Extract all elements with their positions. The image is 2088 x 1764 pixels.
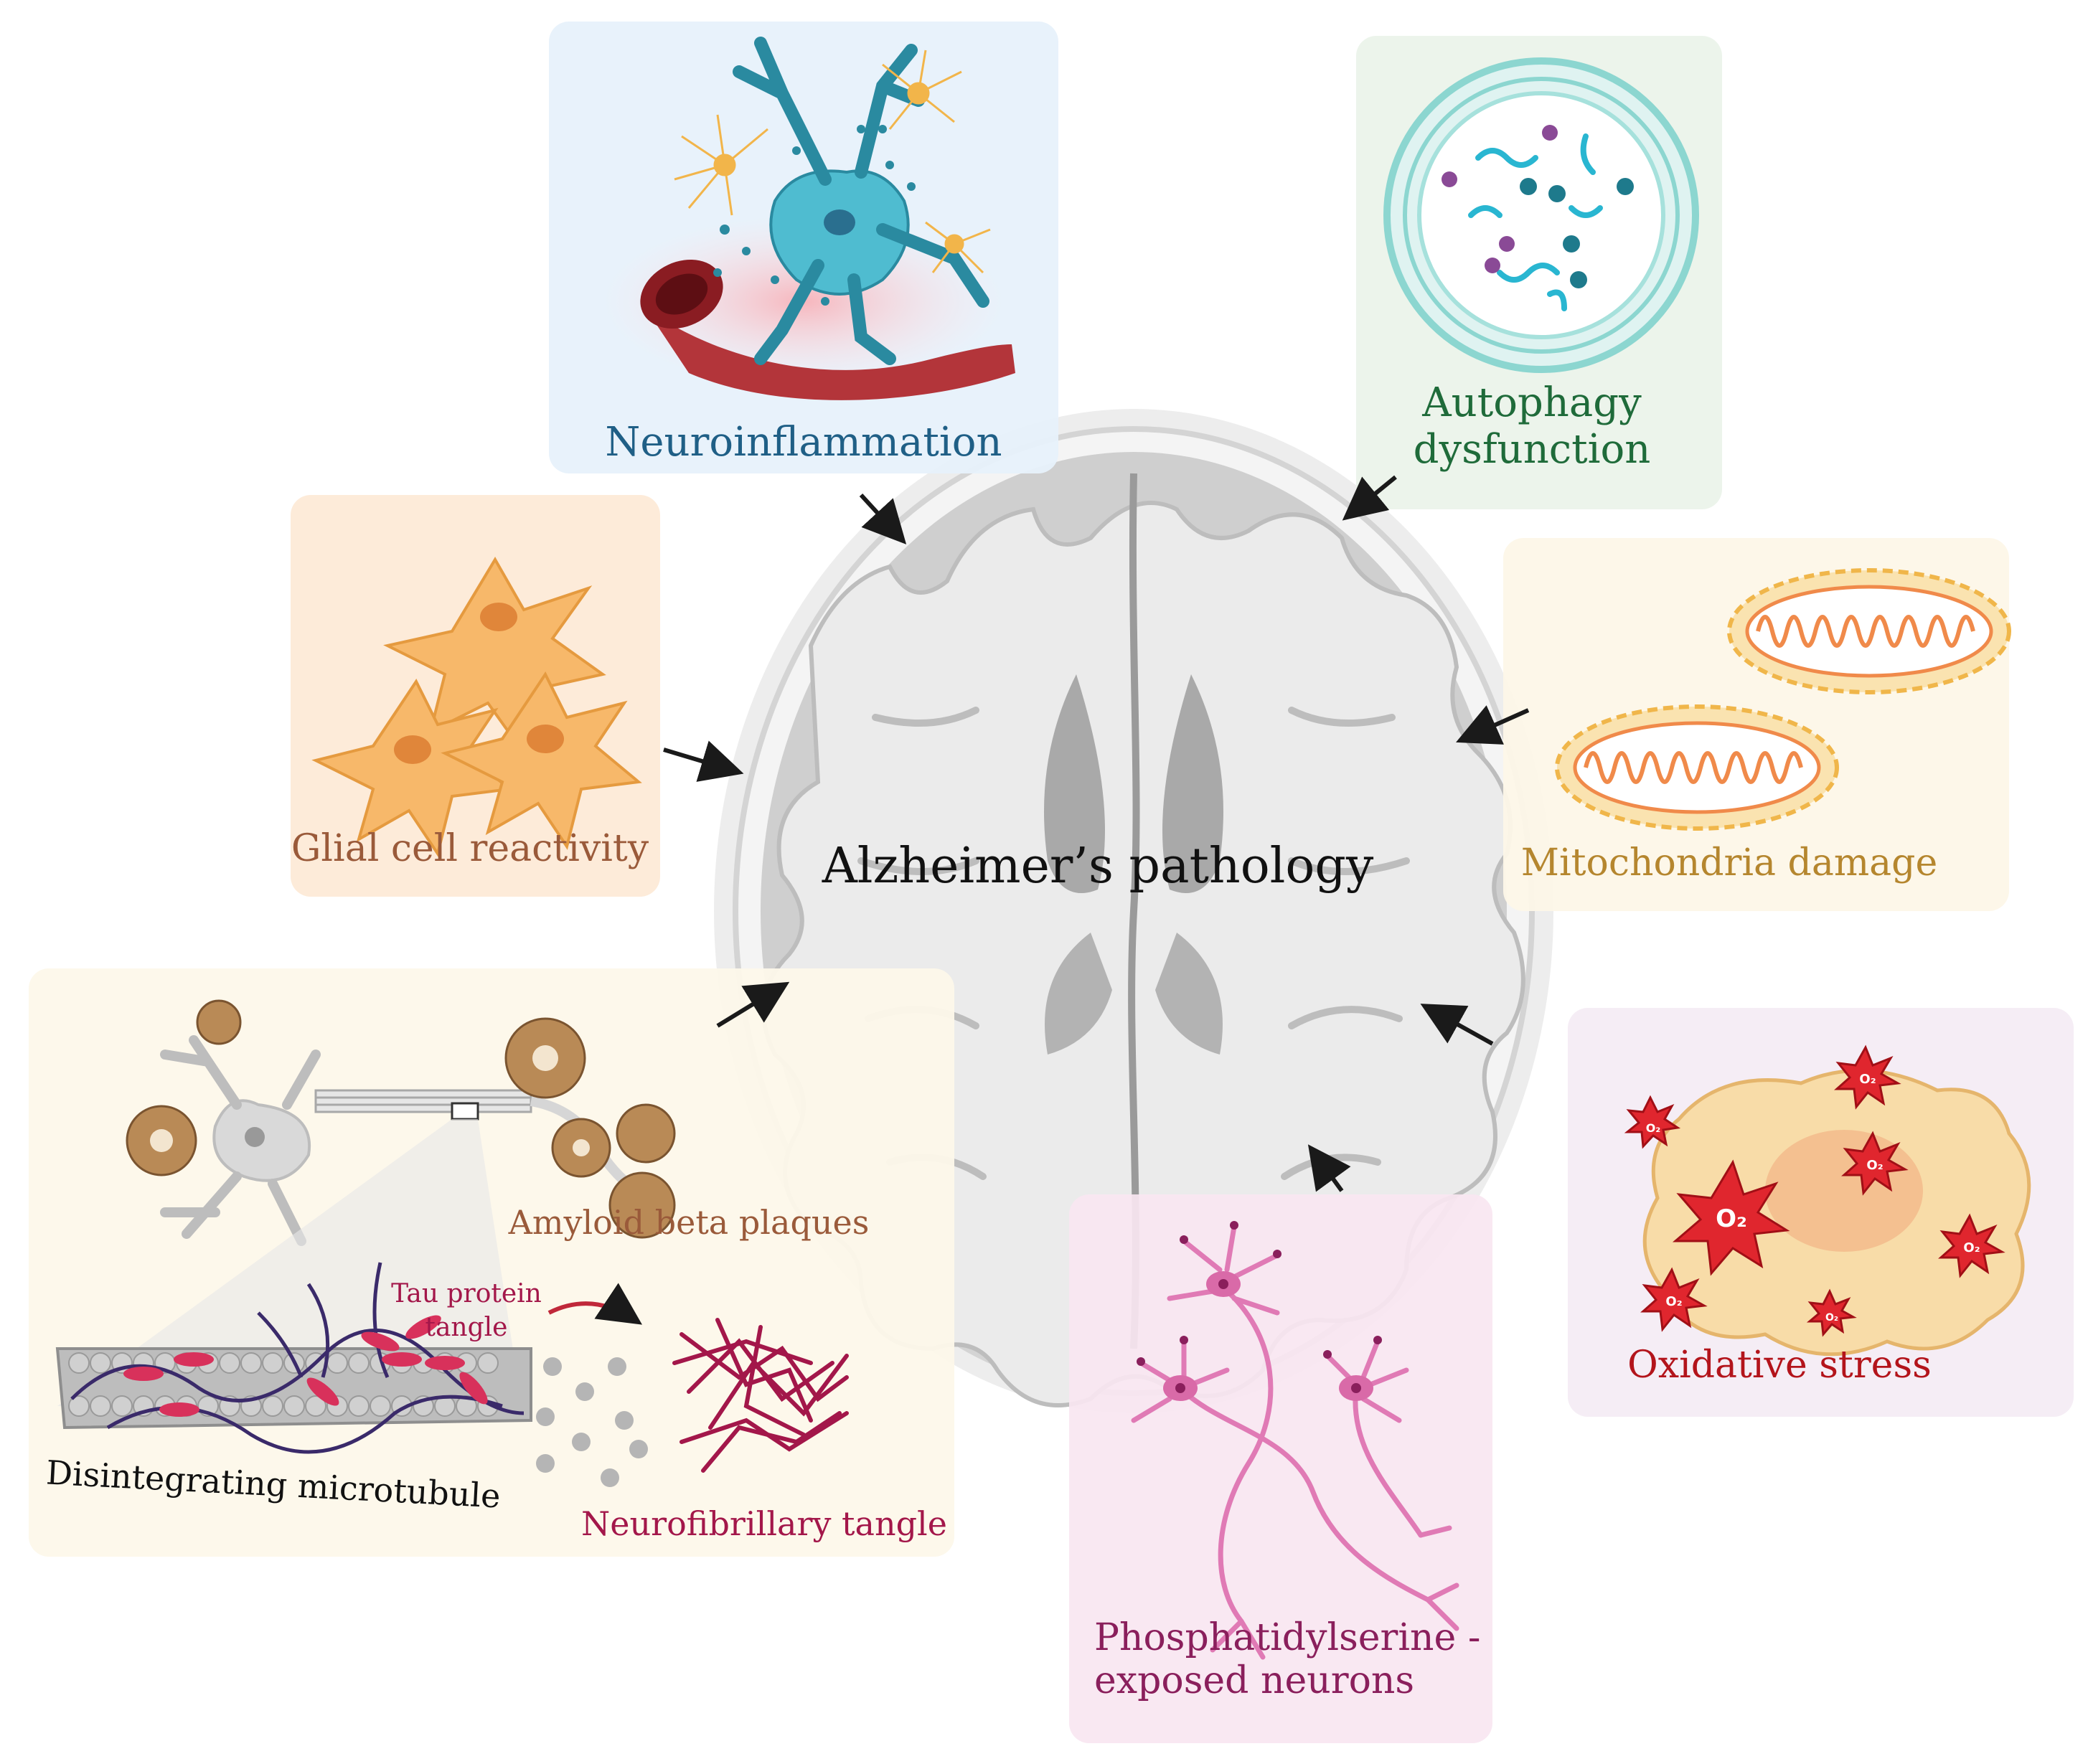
panel-neuroinflammation: Neuroinflammation bbox=[549, 22, 1058, 473]
autophagosome-icon bbox=[1383, 57, 1699, 373]
phosphatidylserine-label-line1: Phosphatidylserine - bbox=[1094, 1616, 1480, 1659]
tau-label-line1: Tau protein bbox=[391, 1279, 542, 1308]
arrow-oxidative bbox=[1420, 1004, 1494, 1046]
astrocyte-cluster-icon bbox=[311, 557, 642, 857]
arrow-amyloid bbox=[716, 981, 790, 1028]
autophagy-label-line2: dysfunction bbox=[1414, 426, 1651, 473]
glial-label: Glial cell reactivity bbox=[291, 827, 649, 870]
arrow-mitochondria bbox=[1456, 705, 1530, 745]
oxidative-label: Oxidative stress bbox=[1627, 1344, 1932, 1387]
o2-badge-4: O₂ bbox=[1866, 1158, 1883, 1173]
panel-oxidative: O₂ O₂ O₂ O₂ O₂ O₂ O₂ Oxidative stress bbox=[1568, 1008, 2074, 1417]
o2-badge-7: O₂ bbox=[1825, 1312, 1838, 1324]
microtubule-icon bbox=[55, 1262, 532, 1454]
arrow-phosphatidylserine bbox=[1307, 1144, 1351, 1192]
panel-glial: Glial cell reactivity bbox=[291, 495, 660, 897]
zoom-box bbox=[451, 1102, 479, 1121]
mitochondrion-icon-2 bbox=[1555, 704, 1839, 831]
panel-phosphatidylserine-bg bbox=[1069, 1194, 1492, 1743]
phosphatidylserine-label-line2: exposed neurons bbox=[1094, 1659, 1414, 1702]
o2-badge-2: O₂ bbox=[1859, 1072, 1876, 1087]
oxygen-radical-icon bbox=[1624, 1044, 2005, 1337]
arrow-autophagy bbox=[1342, 475, 1397, 521]
o2-badge-3: O₂ bbox=[1646, 1121, 1661, 1135]
panel-phosphatidylserine: Phosphatidylserine - exposed neurons bbox=[1069, 1194, 1492, 1743]
panel-autophagy: Autophagy dysfunction bbox=[1356, 36, 1722, 509]
mitochondrion-icon bbox=[1727, 568, 2011, 694]
neuron-network-icon bbox=[1131, 1224, 1459, 1660]
tau-label-line2: tangle bbox=[425, 1313, 508, 1342]
center-title: Alzheimer’s pathology bbox=[822, 838, 1374, 895]
panel-mitochondria: Mitochondria damage bbox=[1503, 538, 2011, 911]
neuroinflammation-label: Neuroinflammation bbox=[605, 419, 1002, 466]
o2-badge-5: O₂ bbox=[1963, 1240, 1980, 1255]
arrows bbox=[663, 475, 1530, 1192]
panel-amyloid: Amyloid beta plaques bbox=[29, 968, 954, 1557]
neurofibrillary-tangle-icon bbox=[672, 1318, 849, 1473]
o2-badge-1: O₂ bbox=[1716, 1204, 1747, 1233]
autophagy-label-line1: Autophagy bbox=[1421, 379, 1642, 426]
arrow-glial bbox=[663, 740, 744, 782]
amyloid-plaques-label: Amyloid beta plaques bbox=[508, 1203, 870, 1242]
mitochondria-label: Mitochondria damage bbox=[1521, 841, 1937, 885]
arrow-neuroinflammation bbox=[859, 493, 907, 544]
o2-badge-6: O₂ bbox=[1665, 1294, 1682, 1309]
nft-label: Neurofibrillary tangle bbox=[581, 1504, 947, 1543]
